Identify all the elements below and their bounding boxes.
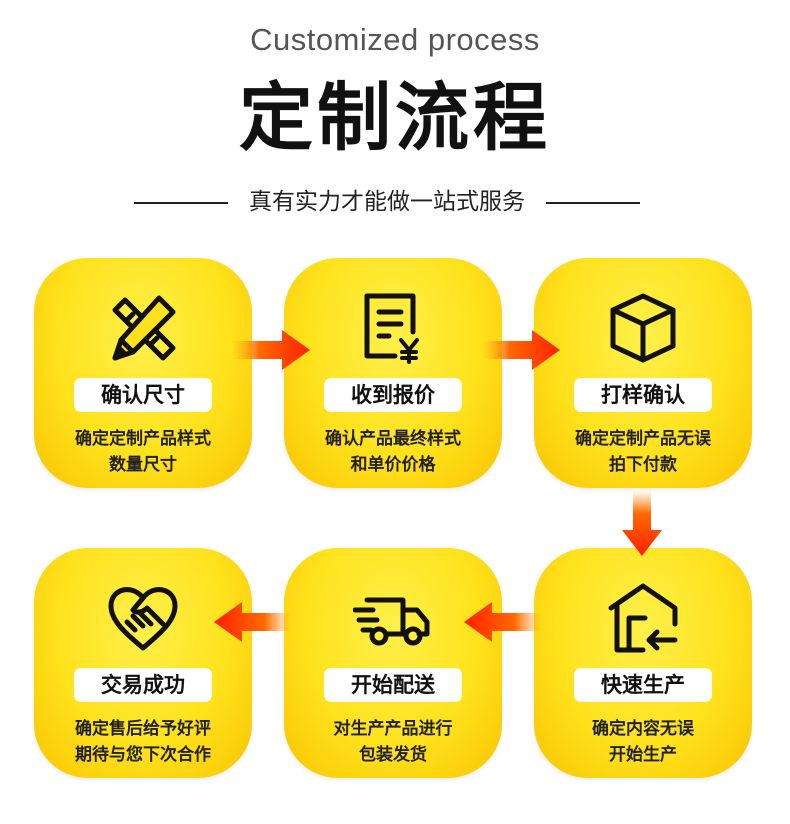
factory-icon: [603, 578, 683, 658]
quote-document-icon: [353, 288, 433, 368]
page-title: 定制流程: [239, 75, 551, 161]
subtitle-row: 真有实力才能做一站式服务: [0, 184, 790, 220]
subtitle-rule-right: [546, 202, 640, 204]
step-card-receive-quote: 收到报价 确认产品最终样式 和单价价格: [284, 258, 502, 488]
step-label: 开始配送: [324, 668, 462, 702]
english-title: Customized process: [250, 22, 540, 57]
step-label: 交易成功: [74, 668, 212, 702]
step-description: 确定售后给予好评 期待与您下次合作: [75, 719, 211, 765]
ruler-pencil-icon: [103, 288, 183, 368]
subtitle: 真有实力才能做一站式服务: [249, 189, 525, 215]
arrow-left-1: [464, 602, 542, 642]
step-card-confirm-size: 确认尺寸 确定定制产品样式 数量尺寸: [34, 258, 252, 488]
subtitle-rule-left: [134, 202, 228, 204]
handshake-icon: [103, 578, 183, 658]
step-card-fast-production: 快速生产 确定内容无误 开始生产: [534, 548, 752, 778]
step-description: 对生产产品进行 包装发货: [333, 719, 453, 765]
arrow-right-1: [232, 330, 310, 370]
step-card-deal-complete: 交易成功 确定售后给予好评 期待与您下次合作: [34, 548, 252, 778]
step-label: 收到报价: [324, 378, 462, 412]
step-card-start-delivery: 开始配送 对生产产品进行 包装发货: [284, 548, 502, 778]
step-description: 确定定制产品无误 拍下付款: [575, 429, 711, 475]
arrow-left-2: [214, 602, 292, 642]
delivery-truck-icon: [352, 578, 433, 658]
step-label: 快速生产: [574, 668, 712, 702]
step-description: 确定内容无误 开始生产: [592, 719, 694, 765]
step-description: 确定定制产品样式 数量尺寸: [75, 429, 211, 475]
step-description: 确认产品最终样式 和单价价格: [325, 429, 461, 475]
step-card-sample-confirm: 打样确认 确定定制产品无误 拍下付款: [534, 258, 752, 488]
arrow-right-2: [482, 330, 560, 370]
cube-icon: [603, 288, 683, 368]
step-label: 打样确认: [574, 378, 712, 412]
arrow-down: [622, 490, 662, 556]
step-label: 确认尺寸: [74, 378, 212, 412]
